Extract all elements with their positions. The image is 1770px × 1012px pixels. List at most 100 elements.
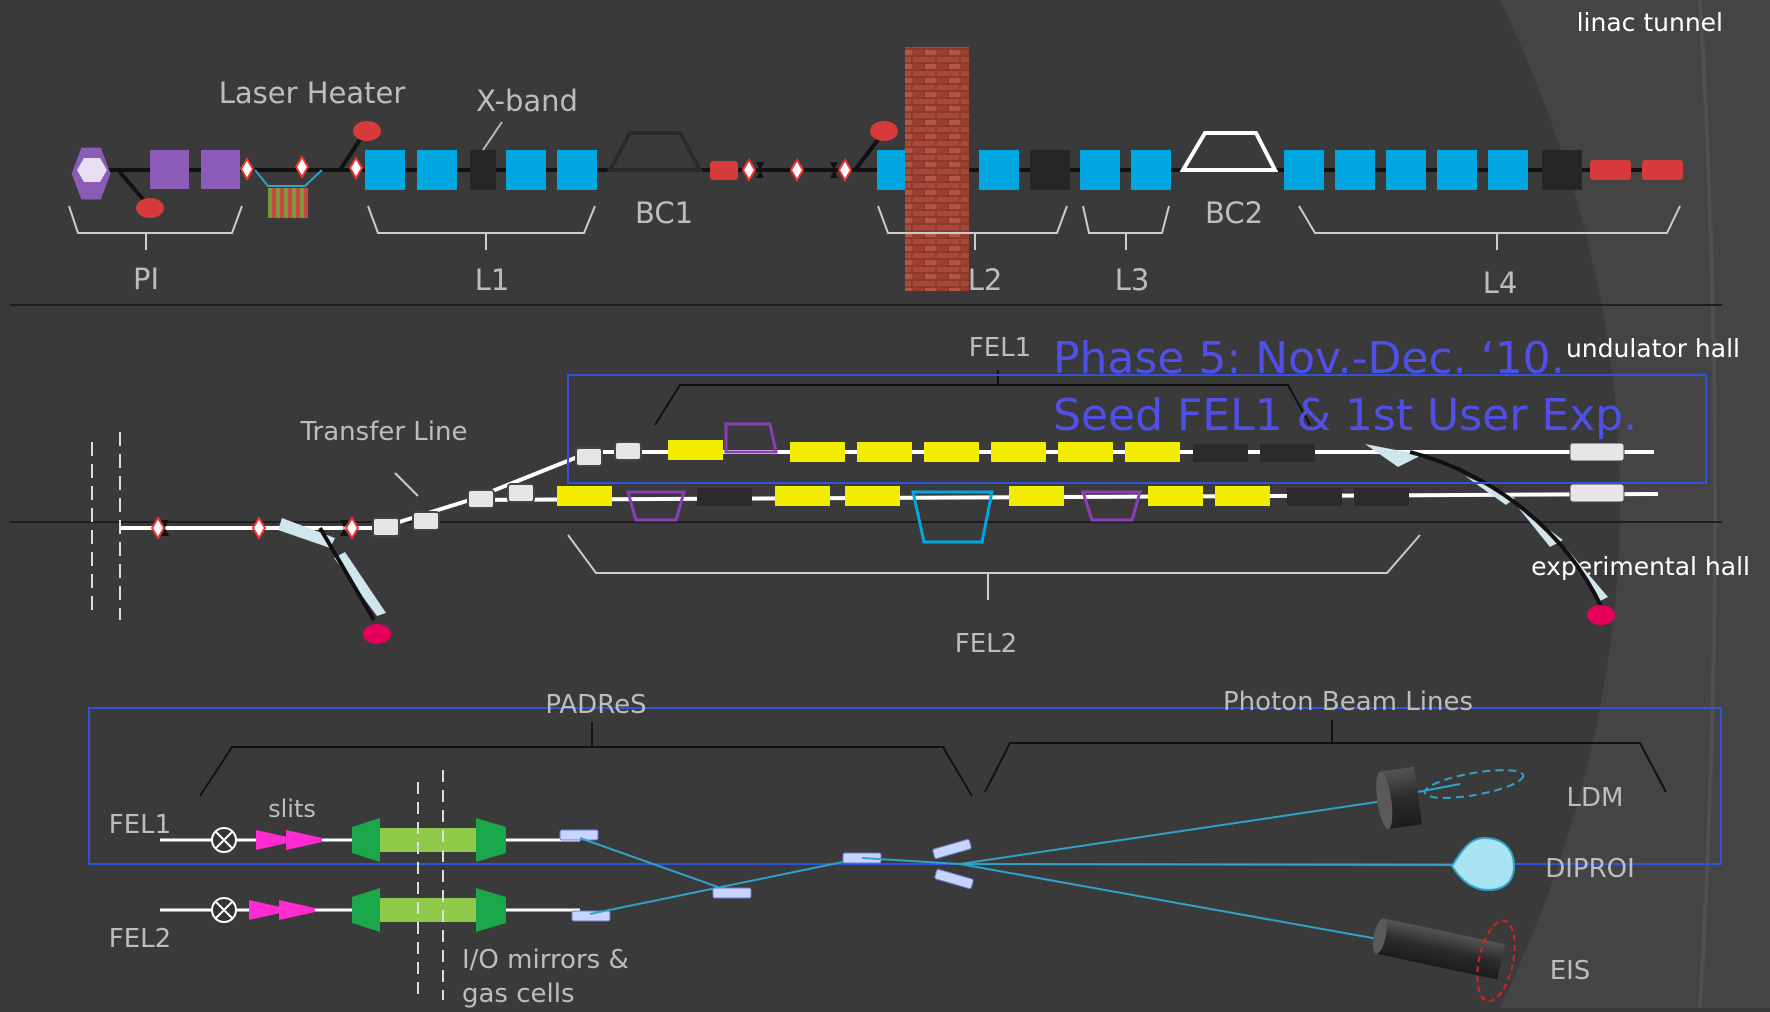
l4-cavity	[1386, 150, 1426, 190]
fel2-bracket	[568, 535, 1420, 600]
fel2-dispersive-section-1	[628, 492, 684, 520]
fel1-radiator	[1125, 442, 1180, 462]
l3-cavity	[1080, 150, 1120, 190]
padres-label: PADReS	[545, 690, 646, 720]
beamline-section: PADReS Photon Beam Lines FEL1 slits FEL2…	[89, 687, 1721, 1008]
pi-cavity-2	[201, 150, 240, 189]
pi-label: PI	[133, 262, 159, 296]
fel1-label: FEL1	[969, 333, 1031, 363]
fel2-photon-path	[590, 858, 862, 914]
l1-dump	[353, 121, 381, 141]
ldm-laser-spot	[1423, 764, 1525, 803]
fel2-gas-cell-end	[476, 888, 506, 932]
fel1-gas-cell	[380, 828, 476, 852]
fel2-gas-cell	[380, 898, 476, 922]
eis-endstation	[1370, 917, 1505, 979]
l4-label: L4	[1483, 266, 1518, 300]
eis-chamber	[1376, 918, 1505, 979]
undulator-section: Transfer Line	[92, 333, 1706, 659]
ldm-endstation	[1373, 767, 1422, 830]
bc2-label: BC2	[1205, 196, 1263, 230]
transfer-quad	[413, 512, 439, 530]
laser-heater-chicane	[255, 170, 322, 186]
fel2-modulator	[557, 486, 612, 506]
experimental-hall-label: experimental hall	[1531, 552, 1750, 581]
l4-cavity	[1284, 150, 1324, 190]
ldm-beam-path	[960, 800, 1390, 864]
main-dump	[363, 624, 391, 644]
pi-dump	[136, 198, 164, 218]
fel1-radiator	[1058, 442, 1113, 462]
xband-label: X-band	[476, 84, 578, 118]
ldm-label: LDM	[1567, 783, 1624, 813]
diproi-label: DIPROI	[1545, 854, 1635, 884]
photon-beam-lines-bracket	[985, 720, 1666, 792]
l2-dump	[870, 121, 898, 141]
l1-cavity	[365, 150, 405, 190]
l2-dark-cavity	[1030, 150, 1070, 190]
l2-cavity	[979, 150, 1019, 190]
diproi-beam-path	[960, 864, 1460, 865]
photon-beam-lines-label: Photon Beam Lines	[1223, 687, 1473, 717]
fel2-dump-dipole	[1465, 476, 1515, 505]
l4-magnet	[1642, 160, 1683, 180]
fel1-radiator	[790, 442, 845, 462]
l3-label: L3	[1115, 263, 1150, 297]
l3-cavity	[1131, 150, 1171, 190]
l3-bracket	[1083, 206, 1169, 250]
fel1-end-quad	[1570, 443, 1624, 461]
fel1-future-undulator	[1260, 444, 1315, 462]
transfer-line-label: Transfer Line	[300, 417, 468, 447]
fel1-io-mirror	[560, 830, 598, 840]
switching-mirror	[932, 839, 971, 859]
l4-cavity	[1335, 150, 1375, 190]
transfer-quad	[576, 448, 602, 466]
fel1-gas-cell-end	[352, 818, 380, 862]
bl-fel2-label: FEL2	[109, 924, 171, 954]
fel1-dump-dipole	[1365, 444, 1422, 467]
gas-cells-label: gas cells	[462, 979, 575, 1008]
l2-dump-line	[855, 137, 880, 170]
diagnostic-diamond	[296, 157, 308, 177]
l1-cavity	[506, 150, 546, 190]
shielding-wall	[905, 47, 969, 291]
fel2-undulator	[1009, 486, 1064, 506]
dump-line	[320, 528, 374, 620]
bc1-label: BC1	[635, 196, 693, 230]
diagnostic-diamond	[839, 160, 851, 180]
diagnostic-diamond	[791, 160, 803, 180]
transfer-quad	[373, 518, 399, 536]
diagnostic-diamond	[743, 160, 755, 180]
fel2-slit	[279, 900, 315, 920]
fel2-undulator	[775, 486, 830, 506]
phase-subtitle: Seed FEL1 & 1st User Exp.	[1053, 390, 1637, 441]
transfer-quad	[468, 490, 494, 508]
diagnostic-diamond	[350, 158, 362, 178]
diagnostic-diamond	[241, 159, 253, 179]
l1-label: L1	[475, 263, 510, 297]
fel2-end-quad	[1570, 484, 1624, 502]
linac-section: Laser Heater X-band	[69, 47, 1683, 300]
bc2-chicane	[1183, 133, 1275, 170]
background-curve	[1500, 0, 1770, 1008]
fel2-gas-cell-end	[352, 888, 380, 932]
fel1-radiator	[924, 442, 979, 462]
fel2-io-mirror	[572, 911, 610, 921]
xband-leader	[483, 122, 502, 150]
fel1-modulator	[668, 440, 723, 460]
fel2-future-undulator	[1287, 488, 1342, 506]
bc1-magnet	[710, 161, 738, 180]
bl-fel1-label: FEL1	[109, 810, 171, 840]
fel1-slit	[286, 830, 322, 850]
bc1-chicane	[610, 133, 700, 170]
fel-dump	[1587, 605, 1615, 625]
padres-bracket	[200, 722, 972, 796]
l1-bracket	[368, 206, 595, 250]
l4-magnet	[1590, 160, 1631, 180]
eis-label: EIS	[1550, 956, 1591, 986]
bl-mirror	[713, 888, 751, 898]
fel2-dark-undulator	[697, 488, 752, 506]
fel2-radiator	[1215, 486, 1270, 506]
fel2-future-undulator	[1354, 488, 1409, 506]
